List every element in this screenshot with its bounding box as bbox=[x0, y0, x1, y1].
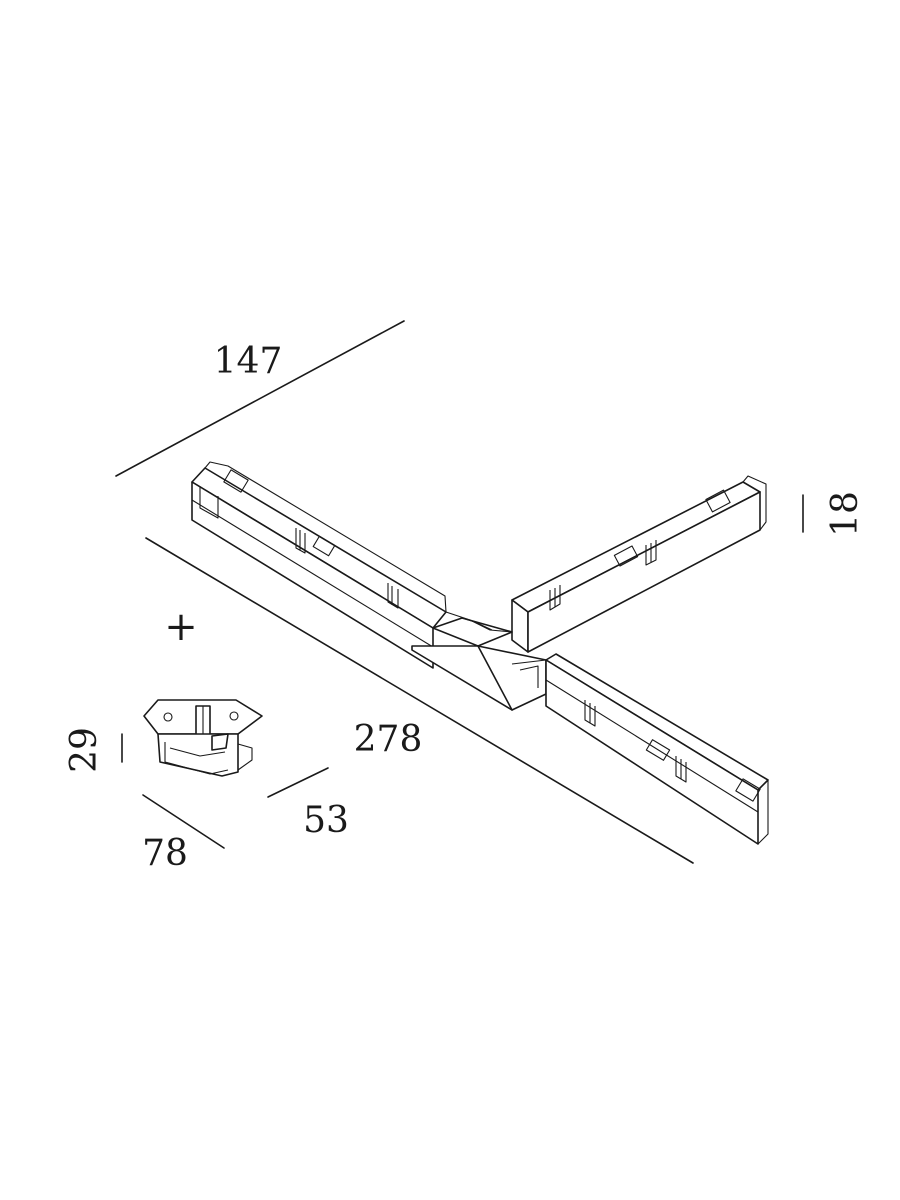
center-joint bbox=[411, 611, 547, 711]
main-bar-clips bbox=[584, 700, 687, 783]
dimension-lines bbox=[115, 320, 804, 864]
left-arm bbox=[191, 461, 447, 669]
right-arm bbox=[511, 475, 767, 653]
dim-label-18: 18 bbox=[825, 491, 866, 537]
dim-line-78 bbox=[142, 794, 225, 849]
dim-line-278 bbox=[145, 537, 694, 864]
dim-label-278: 278 bbox=[354, 719, 423, 760]
dim-label-29: 29 bbox=[64, 727, 105, 773]
dim-line-53 bbox=[267, 767, 329, 798]
accessory-connector bbox=[143, 699, 263, 777]
dim-label-78: 78 bbox=[142, 833, 188, 874]
left-arm-clips bbox=[295, 528, 399, 609]
dim-line-147 bbox=[115, 320, 405, 477]
dim-label-147: 147 bbox=[214, 341, 283, 382]
dim-label-53: 53 bbox=[303, 800, 349, 841]
right-arm-clips bbox=[549, 540, 657, 611]
t-connector bbox=[191, 461, 769, 845]
plus-sign: + bbox=[164, 604, 198, 650]
main-bar bbox=[545, 653, 769, 845]
